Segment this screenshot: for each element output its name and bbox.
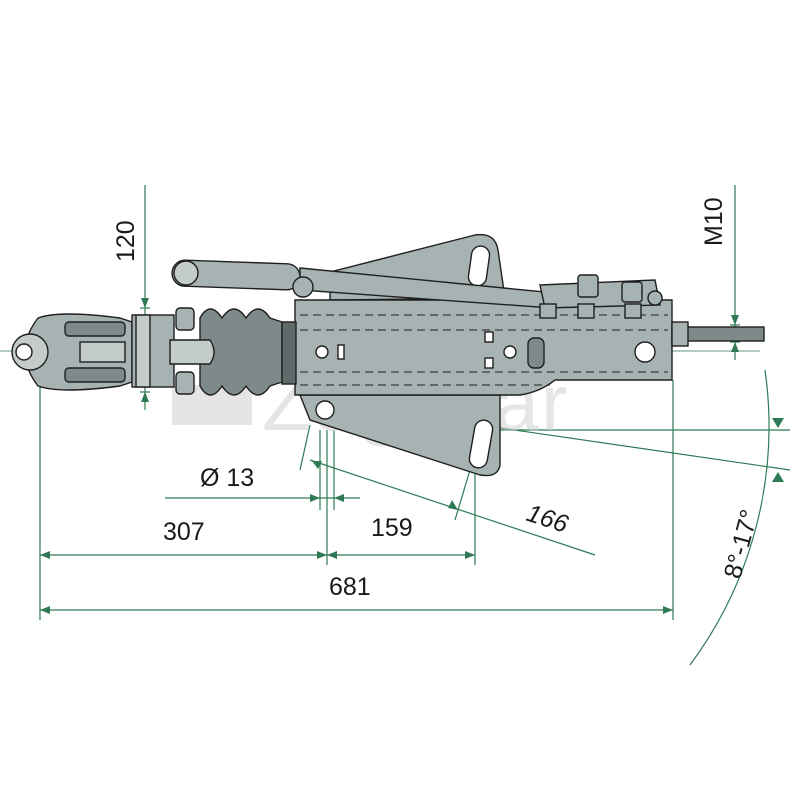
dimension-arrows [40,298,784,614]
mounting-plate-lower [298,394,501,477]
dim-angle-range: 8°-17° [719,507,764,582]
housing-tube [294,299,673,396]
dim-height-120: 120 [112,220,140,262]
dim-overall-681: 681 [329,573,371,601]
dim-hole-diameter: Ø 13 [200,464,254,492]
drawbar-part [11,233,765,477]
dim-spacing-159: 159 [371,514,413,542]
dim-bolt-m10: M10 [700,197,728,246]
dim-slanted-166: 166 [523,499,571,539]
dim-offset-307: 307 [163,518,205,546]
